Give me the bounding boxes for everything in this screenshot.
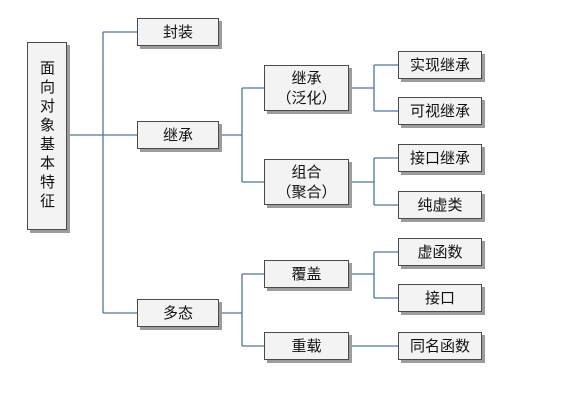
composition-node: 组合 （聚合） [264,159,349,205]
virtual-function-node: 虚函数 [398,238,482,266]
override-node: 覆盖 [264,260,349,288]
interface-node: 接口 [398,284,482,312]
overload-node: 重载 [264,332,349,360]
interface-inheritance-node: 接口继承 [398,144,482,172]
pure-virtual-class-node: 纯虚类 [398,191,482,219]
generalization-node: 继承 （泛化） [264,65,349,111]
encapsulation-node: 封装 [137,18,219,46]
same-name-function-node: 同名函数 [398,332,482,360]
implementation-inheritance-node: 实现继承 [398,51,482,79]
inheritance-node: 继承 [137,121,219,149]
root-node: 面向对象基本特征 [27,42,67,230]
visual-inheritance-node: 可视继承 [398,97,482,125]
polymorphism-node: 多态 [137,299,219,327]
